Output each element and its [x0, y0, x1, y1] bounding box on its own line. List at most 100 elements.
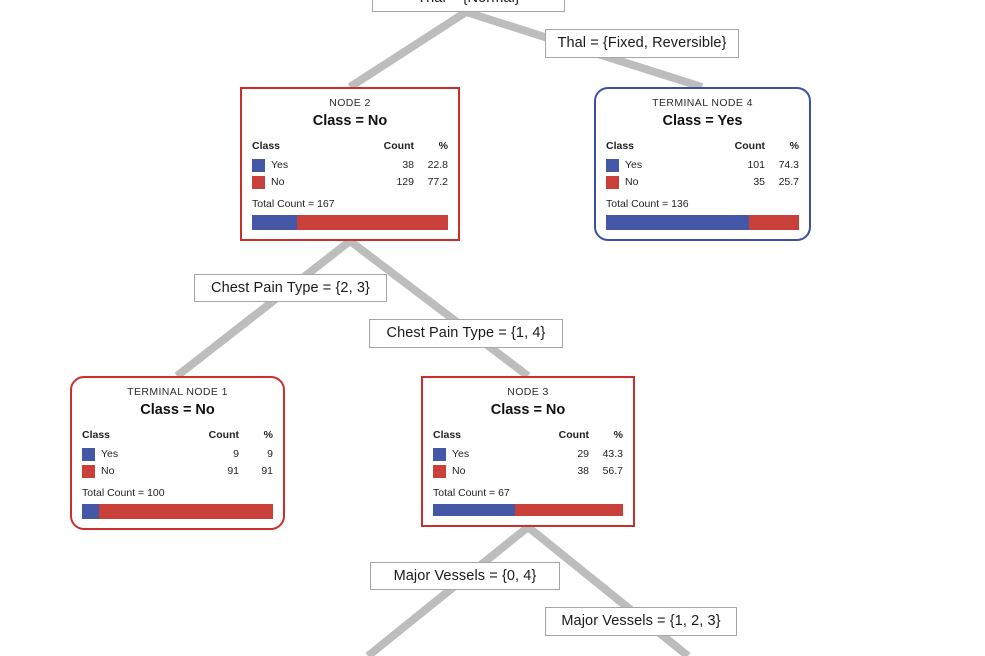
split-label-thal-normal[interactable]: Thal = {Normal}: [372, 0, 565, 12]
class-proportion-bar: [606, 214, 799, 230]
legend-swatch-no-icon: [82, 465, 95, 479]
col-header-pct: %: [438, 140, 448, 153]
tree-edge: [347, 8, 469, 91]
split-label-mv-0-4[interactable]: Major Vessels = {0, 4}: [370, 562, 560, 590]
table-row: No 129 77.2: [252, 174, 448, 191]
percent-cell: 25.7: [778, 176, 799, 189]
table-header-row: Class Count%: [433, 429, 623, 446]
count-cell: 129: [396, 176, 414, 189]
class-proportion-bar: [433, 503, 623, 516]
percent-cell: 56.7: [602, 465, 623, 478]
col-header-count: Count: [208, 429, 239, 442]
count-cell: 91: [227, 465, 239, 478]
col-header-class: Class: [606, 140, 635, 153]
node-class-label: Class = Yes: [662, 112, 743, 129]
count-cell: 35: [753, 176, 765, 189]
col-header-count: Count: [383, 140, 414, 153]
class-label: No: [625, 176, 639, 189]
col-header-pct: %: [263, 429, 273, 442]
legend-swatch-yes-icon: [82, 447, 95, 461]
tree-edge: [525, 523, 691, 656]
bar-segment-no: [99, 503, 273, 519]
table-header-row: Class Count%: [82, 429, 273, 446]
table-row: No 38 56.7: [433, 463, 623, 480]
tree-edge: [347, 237, 531, 380]
table-header-row: Class Count%: [606, 140, 799, 157]
count-cell: 38: [577, 465, 589, 478]
legend-swatch-yes-icon: [433, 447, 446, 461]
node-class-label: Class = No: [490, 401, 566, 418]
legend-swatch-yes-icon: [606, 158, 619, 172]
count-cell: 9: [233, 447, 239, 460]
col-header-count: Count: [558, 429, 589, 442]
bar-segment-yes: [82, 503, 100, 519]
class-proportion-bar: [82, 503, 273, 519]
bar-segment-no: [749, 214, 799, 230]
percent-cell: 77.2: [427, 176, 448, 189]
total-count-label: Total Count = 136: [606, 198, 689, 211]
count-cell: 29: [577, 447, 589, 460]
class-label: No: [271, 176, 285, 189]
class-label: Yes: [625, 158, 643, 171]
percent-cell: 91: [261, 465, 273, 478]
class-name-cell: No: [82, 463, 167, 480]
percent-cell: 22.8: [427, 158, 448, 171]
node-id-label: NODE 3: [507, 386, 549, 398]
count-cell: 101: [747, 158, 765, 171]
bar-segment-no: [515, 503, 623, 516]
col-header-class: Class: [433, 429, 462, 442]
total-count-label: Total Count = 167: [252, 198, 335, 211]
split-label-cp-1-4[interactable]: Chest Pain Type = {1, 4}: [369, 319, 563, 348]
col-header-pct: %: [789, 140, 799, 153]
table-header-row: Class Count%: [252, 140, 448, 157]
legend-swatch-no-icon: [606, 176, 619, 190]
class-label: Yes: [271, 158, 289, 171]
table-row: Yes 101 74.3: [606, 157, 799, 174]
class-name-cell: Yes: [252, 157, 340, 174]
col-header-class: Class: [252, 140, 281, 153]
node-id-label: TERMINAL NODE 1: [127, 386, 228, 398]
class-name-cell: Yes: [82, 446, 167, 463]
class-proportion-bar: [252, 214, 448, 230]
class-name-cell: Yes: [606, 157, 692, 174]
class-label: No: [101, 465, 115, 478]
class-name-cell: Yes: [433, 446, 518, 463]
table-row: No 91 91: [82, 463, 273, 480]
table-row: No 35 25.7: [606, 174, 799, 191]
table-row: Yes 9 9: [82, 446, 273, 463]
class-name-cell: No: [606, 174, 692, 191]
table-row: Yes 38 22.8: [252, 157, 448, 174]
class-label: Yes: [101, 447, 119, 460]
tree-edge: [365, 523, 531, 656]
percent-cell: 9: [267, 447, 273, 460]
percent-cell: 74.3: [778, 158, 799, 171]
total-count-label: Total Count = 100: [82, 487, 165, 500]
legend-swatch-no-icon: [433, 465, 446, 479]
split-label-cp-2-3[interactable]: Chest Pain Type = {2, 3}: [194, 274, 387, 302]
col-header-class: Class: [82, 429, 111, 442]
count-cell: 38: [402, 158, 414, 171]
split-label-thal-fixed-reversible[interactable]: Thal = {Fixed, Reversible}: [545, 29, 739, 58]
bar-segment-yes: [433, 503, 516, 516]
class-name-cell: No: [252, 174, 340, 191]
legend-swatch-yes-icon: [252, 158, 265, 172]
class-label: No: [452, 465, 466, 478]
legend-swatch-no-icon: [252, 176, 265, 190]
col-header-pct: %: [613, 429, 623, 442]
total-count-label: Total Count = 67: [433, 487, 510, 500]
split-label-mv-1-2-3[interactable]: Major Vessels = {1, 2, 3}: [545, 607, 737, 636]
class-name-cell: No: [433, 463, 518, 480]
node-class-label: Class = No: [312, 112, 388, 129]
col-header-count: Count: [734, 140, 765, 153]
node-id-label: NODE 2: [329, 97, 371, 109]
